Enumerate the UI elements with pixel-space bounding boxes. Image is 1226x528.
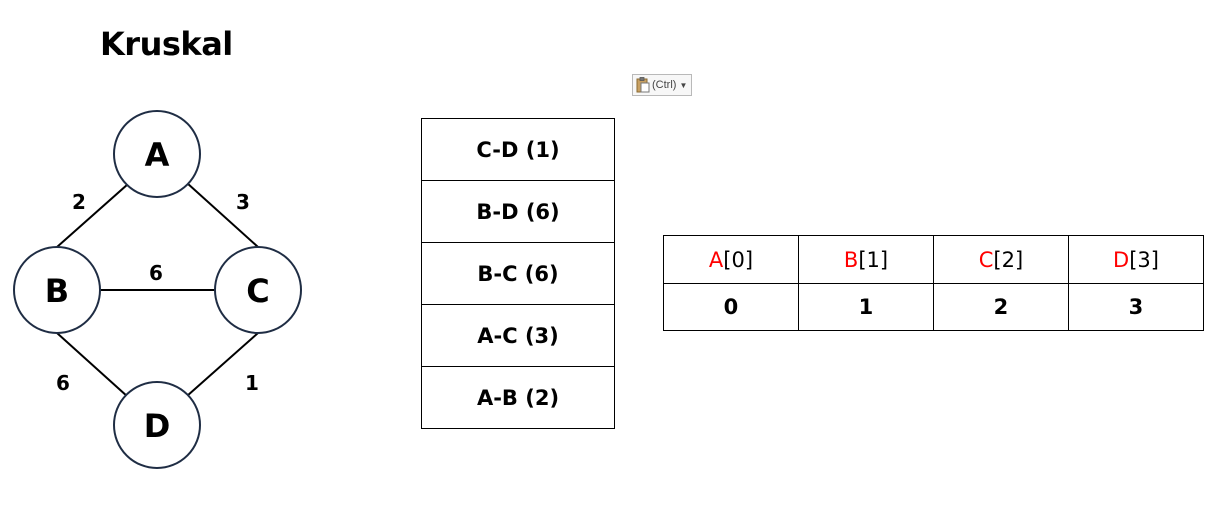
edge-list-item: C-D (1): [421, 118, 615, 181]
node-label-b: B: [45, 272, 69, 310]
sorted-edge-list: C-D (1) B-D (6) B-C (6) A-C (3) A-B (2): [421, 118, 615, 429]
graph-node-d: D: [113, 381, 201, 469]
edge-weight-b-c: 6: [149, 261, 163, 285]
parent-table-header: B[1]: [797, 235, 934, 284]
graph-node-b: B: [13, 246, 101, 334]
node-label-d: D: [144, 407, 171, 445]
parent-array-table: A[0] B[1] C[2] D[3] 0 1 2 3: [663, 235, 1205, 331]
graph-node-c: C: [214, 246, 302, 334]
edge-list-item: A-B (2): [421, 366, 615, 429]
edge-weight-b-d: 6: [56, 371, 70, 395]
graph-node-a: A: [113, 110, 201, 198]
parent-table-header: D[3]: [1067, 235, 1205, 284]
header-node-index: [2]: [993, 247, 1024, 272]
header-node-index: [1]: [858, 247, 889, 272]
node-label-c: C: [246, 272, 269, 310]
parent-table-value-row: 0 1 2 3: [663, 283, 1205, 331]
edge-a-b: [56, 183, 129, 248]
parent-table-value: 0: [663, 283, 799, 331]
header-node-name: C: [978, 247, 994, 272]
header-node-index: [0]: [723, 247, 754, 272]
edge-list-item: B-D (6): [421, 180, 615, 243]
node-label-a: A: [145, 136, 170, 174]
parent-table-header: A[0]: [663, 235, 799, 284]
edge-weight-c-d: 1: [245, 371, 259, 395]
header-node-name: A: [708, 247, 724, 272]
edge-weight-a-b: 2: [72, 190, 86, 214]
graph-diagram: 2 3 6 6 1 A B C D: [13, 110, 302, 469]
header-node-name: D: [1113, 247, 1130, 272]
paste-options-button[interactable]: (Ctrl) ▼: [632, 74, 692, 96]
edge-a-c: [186, 182, 259, 248]
edge-list-item: B-C (6): [421, 242, 615, 305]
header-node-name: B: [843, 247, 859, 272]
page-title: Kruskal: [100, 25, 233, 63]
edge-list-item: A-C (3): [421, 304, 615, 367]
chevron-down-icon: ▼: [679, 80, 688, 90]
clipboard-icon: [636, 77, 650, 93]
parent-table-value: 3: [1067, 283, 1205, 331]
parent-table-header-row: A[0] B[1] C[2] D[3]: [663, 235, 1205, 284]
header-node-index: [3]: [1129, 247, 1159, 272]
paste-options-label: (Ctrl): [652, 79, 677, 91]
parent-table-header: C[2]: [932, 235, 1069, 284]
edge-b-d: [56, 332, 129, 398]
edge-c-d: [186, 332, 259, 397]
edge-weight-a-c: 3: [236, 190, 250, 214]
parent-table-value: 2: [932, 283, 1069, 331]
parent-table-value: 1: [797, 283, 934, 331]
